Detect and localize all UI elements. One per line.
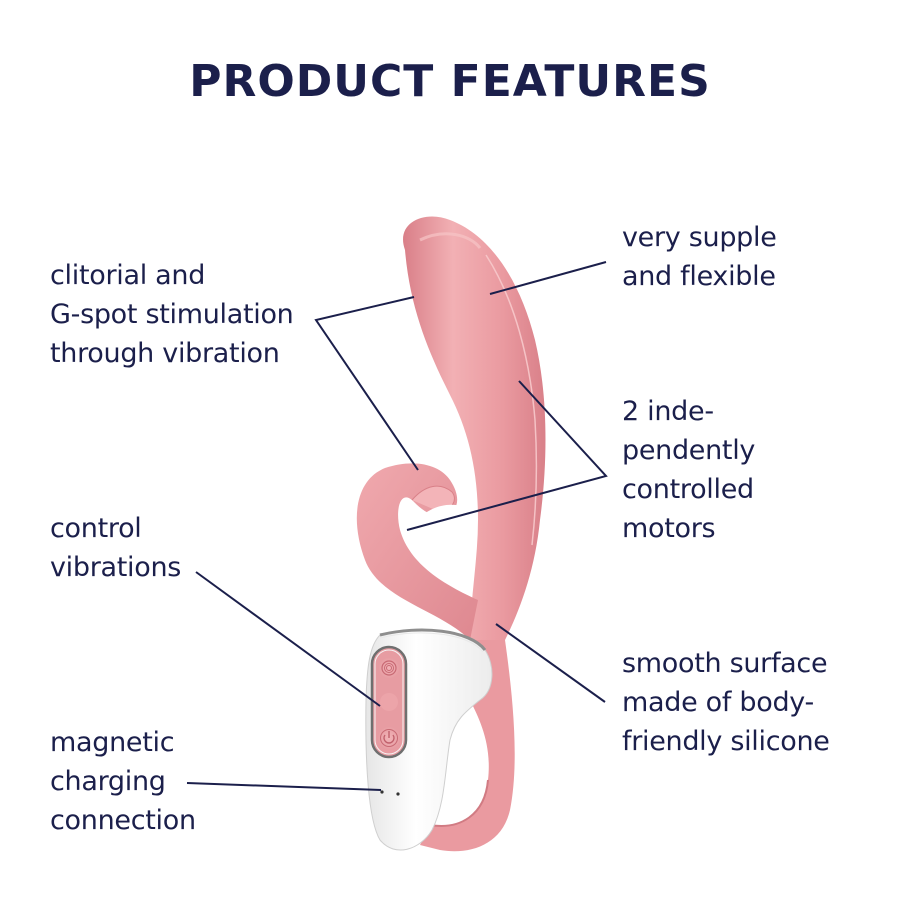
- callout-text: made of body-: [622, 687, 814, 718]
- callout-text: clitorial and: [50, 260, 206, 291]
- handle-ring: [420, 640, 515, 852]
- leader-line-charging: [186, 782, 382, 791]
- charging-port-icon: [380, 790, 384, 794]
- callout-text: charging: [50, 766, 166, 797]
- callout-text: G-spot stimulation: [50, 299, 294, 330]
- callout-text: vibrations: [50, 552, 182, 583]
- callout-motors: 2 inde- pendently controlled motors: [622, 392, 755, 548]
- callout-text: motors: [622, 513, 716, 544]
- center-button[interactable]: [380, 693, 398, 711]
- leader-line-supple: [489, 261, 607, 295]
- callout-text: control: [50, 513, 142, 544]
- page-title: PRODUCT FEATURES: [189, 56, 711, 107]
- callout-control: control vibrations: [50, 509, 181, 587]
- callout-supple: very supple and flexible: [622, 218, 777, 296]
- leader-line-surface: [495, 623, 606, 703]
- power-button[interactable]: [378, 727, 400, 749]
- concentric-circles-icon: [381, 660, 397, 676]
- callout-text: controlled: [622, 474, 754, 505]
- power-icon: [383, 731, 395, 744]
- leader-line-stimulation: [314, 296, 419, 471]
- charging-port-icon: [396, 792, 400, 796]
- callout-text: connection: [50, 805, 196, 836]
- callout-text: 2 inde-: [622, 396, 714, 427]
- leader-line-control: [195, 571, 381, 707]
- button-panel: [370, 645, 408, 759]
- callout-stimulation: clitorial and G-spot stimulation through…: [50, 256, 294, 373]
- mode-button[interactable]: [379, 658, 399, 678]
- leader-line-motors: [406, 380, 608, 531]
- clitoral-arm: [356, 463, 478, 640]
- callout-text: pendently: [622, 435, 756, 466]
- callout-text: friendly silicone: [622, 726, 830, 757]
- callout-text: and flexible: [622, 261, 776, 292]
- callout-text: magnetic: [50, 727, 175, 758]
- callout-lines: [186, 261, 608, 791]
- callout-text: smooth surface: [622, 648, 828, 679]
- gspot-arm: [403, 216, 546, 641]
- callout-text: very supple: [622, 222, 777, 253]
- callout-charging: magnetic charging connection: [50, 723, 196, 840]
- callout-surface: smooth surface made of body- friendly si…: [622, 644, 830, 761]
- callout-text: through vibration: [50, 338, 280, 369]
